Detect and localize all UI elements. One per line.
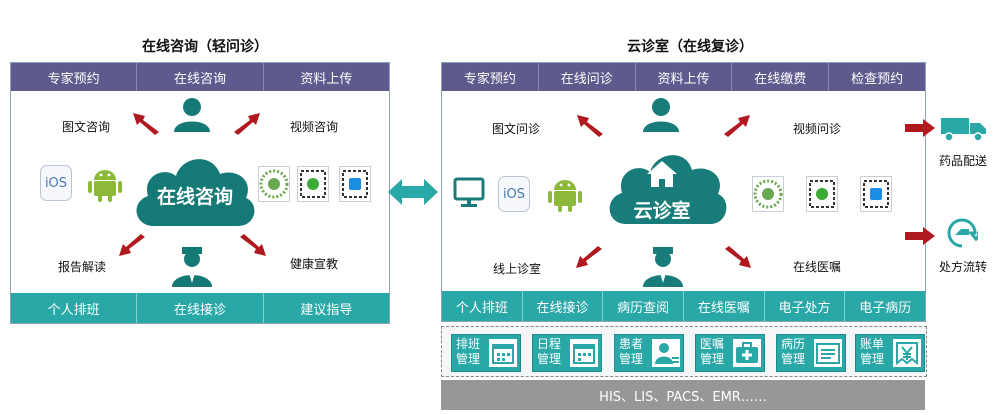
side-arrow-prescription <box>905 227 935 245</box>
wechat-qr-icon <box>806 176 838 212</box>
right-title: 云诊室（在线复诊） <box>627 39 753 55</box>
systems-bar: HIS、LIS、PACS、EMR…… <box>441 380 925 410</box>
right-arrow-upleft <box>577 115 603 137</box>
management-tiles: 排班管理 日程管理 患者管理 医嘱管理 病历管理 账单管理 <box>441 326 927 377</box>
ios-icon: iOS <box>498 176 530 212</box>
right-tab-prescription[interactable]: 电子处方 <box>765 291 846 321</box>
left-tab-consult[interactable]: 在线咨询 <box>137 63 264 91</box>
left-top-tabs: 专家预约 在线咨询 资料上传 <box>11 63 389 91</box>
right-arrow-downright <box>725 246 751 268</box>
left-arrow-upright <box>234 113 260 135</box>
house-icon <box>647 161 677 187</box>
tile-record[interactable]: 病历管理 <box>776 334 846 372</box>
left-tab-schedule[interactable]: 个人排班 <box>11 293 138 323</box>
left-label-report: 报告解读 <box>58 260 107 274</box>
tile-bill[interactable]: 账单管理 <box>855 334 925 372</box>
miniprogram-qr-icon <box>258 166 290 202</box>
record-icon <box>814 339 842 367</box>
right-label-advice: 在线医嘱 <box>793 260 842 274</box>
tile-label: 病历管理 <box>781 337 806 366</box>
doctor-icon <box>643 247 683 287</box>
right-tab-advice[interactable]: 在线医嘱 <box>684 291 765 321</box>
right-arrow-upright <box>724 115 750 137</box>
right-tab-records[interactable]: 病历查阅 <box>603 291 685 321</box>
android-icon <box>88 170 122 202</box>
right-tab-payment[interactable]: 在线缴费 <box>732 63 830 91</box>
left-label-health: 健康宣教 <box>290 257 339 271</box>
right-tab-expert[interactable]: 专家预约 <box>442 63 539 91</box>
tile-label: 患者管理 <box>619 337 644 366</box>
miniprogram-qr-icon <box>752 176 784 212</box>
right-bottom-tabs: 个人排班 在线接诊 病历查阅 在线医嘱 电子处方 电子病历 <box>442 291 925 321</box>
side-label-delivery: 药品配送 <box>939 154 988 168</box>
tile-advice[interactable]: 医嘱管理 <box>695 334 765 372</box>
right-label-offline: 线上诊室 <box>493 262 542 276</box>
tile-label: 排班管理 <box>456 337 481 366</box>
right-tab-schedule[interactable]: 个人排班 <box>442 291 523 321</box>
medkit-icon <box>733 339 761 367</box>
side-arrow-delivery <box>905 119 935 137</box>
double-arrow-icon <box>388 179 438 205</box>
wechat-qr-icon <box>297 166 329 202</box>
truck-icon <box>941 118 986 142</box>
left-tab-guidance[interactable]: 建议指导 <box>300 302 353 318</box>
right-tab-exam[interactable]: 检查预约 <box>851 71 904 87</box>
tile-patient[interactable]: 患者管理 <box>614 334 684 372</box>
calendar-icon <box>489 339 517 367</box>
monitor-icon <box>453 177 485 207</box>
android-icon <box>548 180 582 212</box>
alipay-qr-icon <box>339 166 371 202</box>
left-arrow-downleft <box>119 234 145 256</box>
side-label-prescription: 处方流转 <box>939 260 988 274</box>
person-icon <box>652 339 680 367</box>
left-label-image-text: 图文咨询 <box>62 120 111 134</box>
tile-label: 医嘱管理 <box>700 337 725 366</box>
left-cloud-icon <box>136 159 255 226</box>
tile-schedule[interactable]: 排班管理 <box>451 334 521 372</box>
right-arrow-downleft <box>576 246 602 268</box>
user-icon <box>174 98 210 132</box>
left-label-video: 视频咨询 <box>290 120 339 134</box>
tile-label: 日程管理 <box>537 337 562 366</box>
left-arrow-downright <box>240 234 266 256</box>
right-tab-upload[interactable]: 资料上传 <box>636 63 733 91</box>
left-arrow-upleft <box>133 113 159 135</box>
left-tab-upload[interactable]: 资料上传 <box>300 71 353 87</box>
cycle-icon <box>947 218 978 248</box>
right-tab-consult[interactable]: 在线问诊 <box>539 63 636 91</box>
alipay-qr-icon <box>860 176 892 212</box>
tile-label: 账单管理 <box>860 337 885 366</box>
right-label-video: 视频问诊 <box>793 122 842 136</box>
doctor-icon <box>172 247 212 287</box>
left-cloud-label: 在线咨询 <box>156 186 233 208</box>
right-tab-emr[interactable]: 电子病历 <box>859 300 912 316</box>
tile-agenda[interactable]: 日程管理 <box>532 334 602 372</box>
right-label-image-text: 图文问诊 <box>492 122 541 136</box>
left-tab-reception[interactable]: 在线接诊 <box>137 293 264 323</box>
right-cloud-label: 云诊室 <box>633 200 691 222</box>
ios-icon: iOS <box>40 165 72 201</box>
user-icon <box>643 98 679 132</box>
calendar-icon <box>570 339 598 367</box>
right-cloud-icon <box>609 155 727 224</box>
right-top-tabs: 专家预约 在线问诊 资料上传 在线缴费 检查预约 <box>442 63 925 91</box>
left-tab-expert[interactable]: 专家预约 <box>11 63 138 91</box>
right-tab-reception[interactable]: 在线接诊 <box>523 291 604 321</box>
yen-icon <box>893 339 921 367</box>
left-bottom-tabs: 个人排班 在线接诊 建议指导 <box>11 293 389 323</box>
left-title: 在线咨询（轻问诊） <box>142 39 268 55</box>
